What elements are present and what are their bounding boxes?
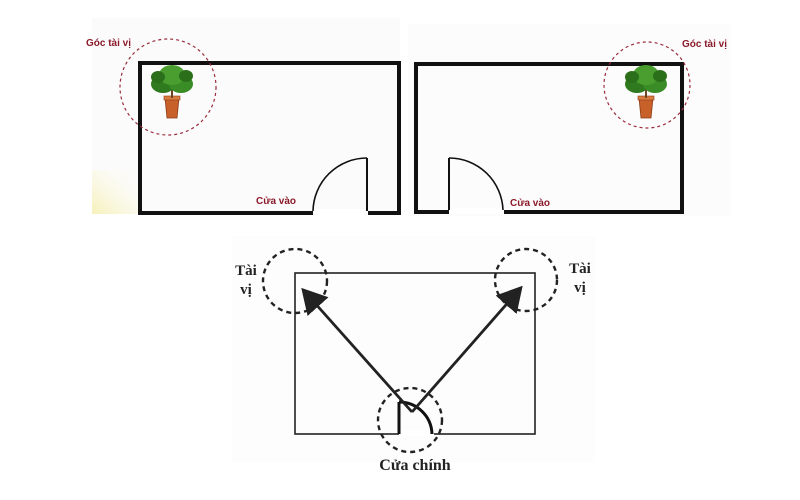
right-corner-label: Tài vị — [560, 260, 600, 298]
left-corner-label: Tài vị — [226, 262, 266, 300]
door-label: Cửa vào — [256, 196, 297, 207]
door-swing-icon — [312, 157, 368, 215]
top-right-panel-bg — [408, 24, 730, 216]
corner-circle — [119, 38, 217, 136]
door-label: Cửa vào — [510, 198, 551, 209]
top-right-room — [414, 41, 691, 214]
room-wall — [138, 61, 401, 215]
top-left-room — [119, 38, 401, 215]
bottom-room — [261, 247, 559, 454]
potted-plant-icon — [625, 65, 667, 119]
arrow-icon — [410, 285, 523, 413]
corner-label: Góc tài vị — [682, 39, 728, 50]
label-line: vị — [574, 280, 586, 296]
label-line: Tài — [235, 263, 257, 279]
corner-circle-left — [261, 247, 329, 315]
corner-label: Góc tài vị — [86, 38, 132, 49]
door-circle — [376, 386, 444, 454]
corner-circle-right — [493, 247, 559, 313]
arrow-icon — [301, 287, 414, 413]
label-line: Tài — [569, 261, 591, 277]
corner-circle — [603, 41, 691, 129]
top-left-panel-bg — [92, 18, 400, 214]
room-wall — [414, 62, 684, 214]
sun-glow — [92, 170, 142, 214]
door-swing-icon — [448, 157, 504, 214]
main-door-label: Cửa chính — [379, 457, 451, 474]
label-line: vị — [240, 282, 252, 298]
potted-plant-icon — [151, 65, 193, 119]
